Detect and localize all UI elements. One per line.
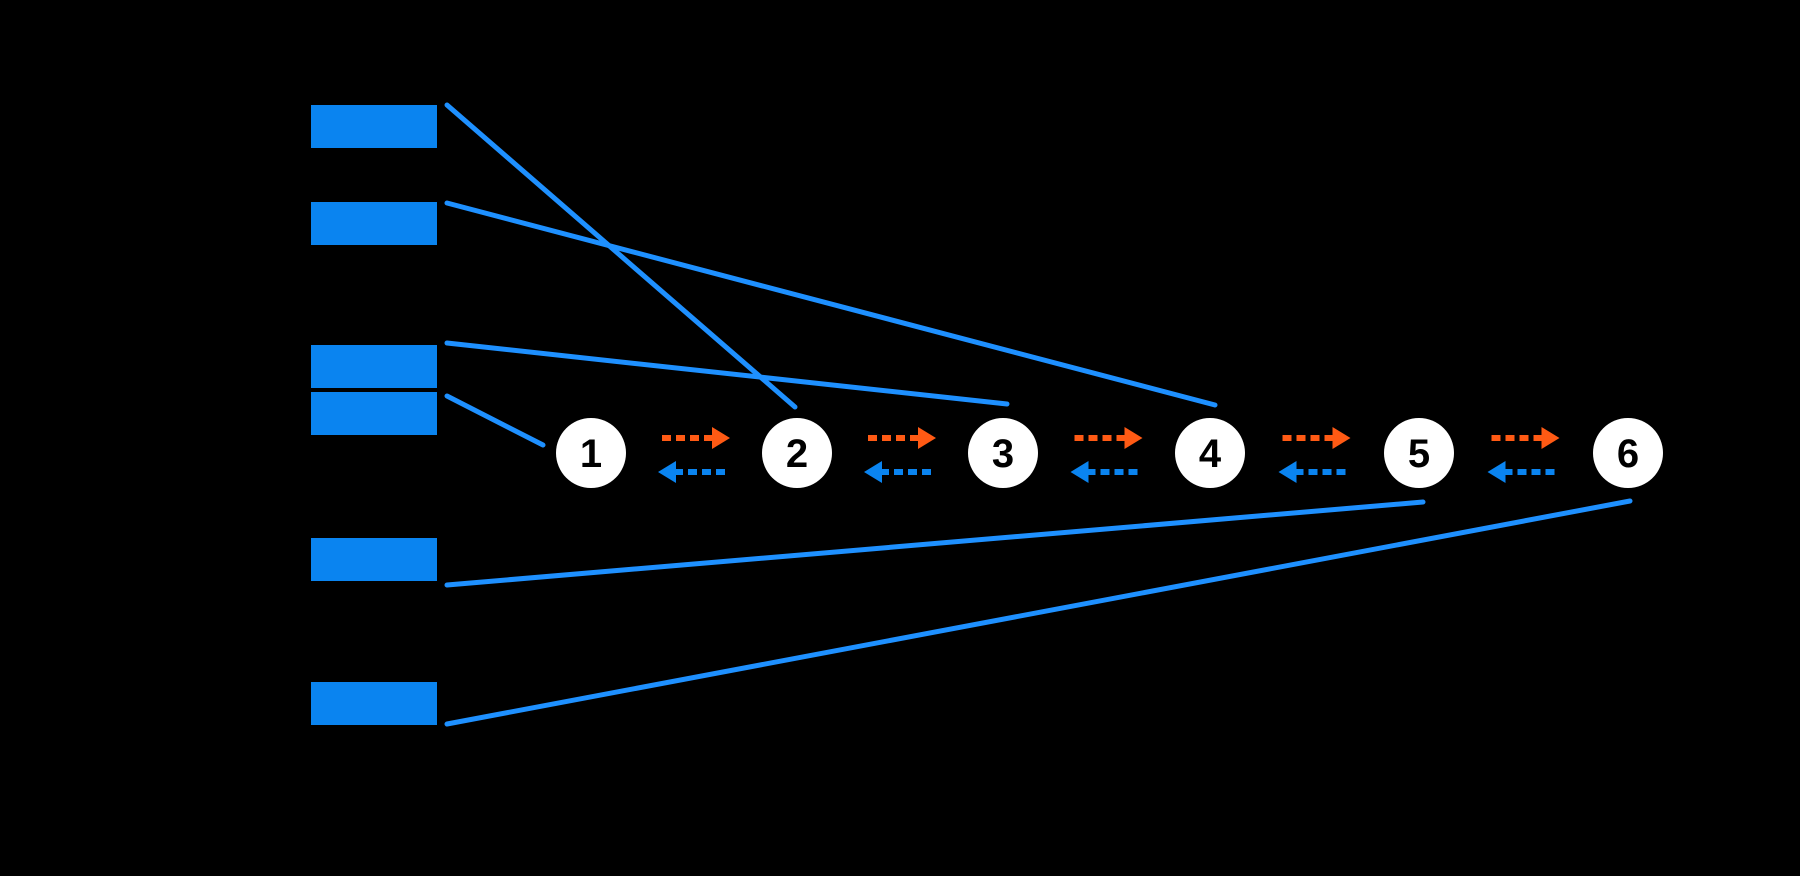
node-3: 3 (968, 418, 1038, 488)
transition-arrows (658, 427, 1560, 483)
node-label-1: 1 (580, 432, 602, 476)
forward-arrow-5 (1491, 427, 1560, 449)
forward-arrow-head-1 (712, 427, 730, 449)
node-circle-3 (968, 418, 1038, 488)
backward-arrow-head-5 (1487, 461, 1506, 483)
node-circle-2 (762, 418, 832, 488)
connector-line-box-a (444, 102, 798, 410)
node-label-2: 2 (786, 432, 808, 476)
node-circle-4 (1175, 418, 1245, 488)
node-label-5: 5 (1408, 432, 1430, 476)
backward-arrow-2 (864, 461, 932, 483)
node-label-4: 4 (1199, 432, 1222, 476)
node-1: 1 (556, 418, 626, 488)
box-c (311, 345, 437, 388)
node-circle-6 (1593, 418, 1663, 488)
box-e (311, 538, 437, 581)
connector-line-box-c (444, 340, 1010, 407)
box-a (311, 105, 437, 148)
forward-arrow-4 (1282, 427, 1351, 449)
backward-arrow-head-3 (1070, 461, 1089, 483)
connector-line-box-f (444, 498, 1633, 727)
node-circle-5 (1384, 418, 1454, 488)
box-d (311, 392, 437, 435)
forward-arrow-2 (868, 427, 936, 449)
forward-arrow-3 (1074, 427, 1143, 449)
backward-arrow-1 (658, 461, 726, 483)
node-2: 2 (762, 418, 832, 488)
node-circle-1 (556, 418, 626, 488)
box-b (311, 202, 437, 245)
connector-line-box-e (444, 499, 1426, 588)
forward-arrow-head-5 (1541, 427, 1560, 449)
node-4: 4 (1175, 418, 1245, 488)
backward-arrow-3 (1070, 461, 1139, 483)
box-column (311, 105, 437, 725)
backward-arrow-head-2 (864, 461, 882, 483)
connector-line-box-d (444, 393, 546, 448)
forward-arrow-head-3 (1124, 427, 1143, 449)
node-label-6: 6 (1617, 432, 1639, 476)
forward-arrow-head-4 (1332, 427, 1351, 449)
backward-arrow-head-4 (1278, 461, 1297, 483)
forward-arrow-head-2 (918, 427, 936, 449)
node-label-3: 3 (992, 432, 1014, 476)
node-5: 5 (1384, 418, 1454, 488)
node-6: 6 (1593, 418, 1663, 488)
connector-line-box-b (444, 200, 1218, 408)
box-f (311, 682, 437, 725)
backward-arrow-5 (1487, 461, 1556, 483)
forward-arrow-1 (662, 427, 730, 449)
backward-arrow-head-1 (658, 461, 676, 483)
node-row: 1 2 3 4 5 6 (556, 418, 1663, 488)
connector-lines (444, 102, 1633, 727)
backward-arrow-4 (1278, 461, 1347, 483)
